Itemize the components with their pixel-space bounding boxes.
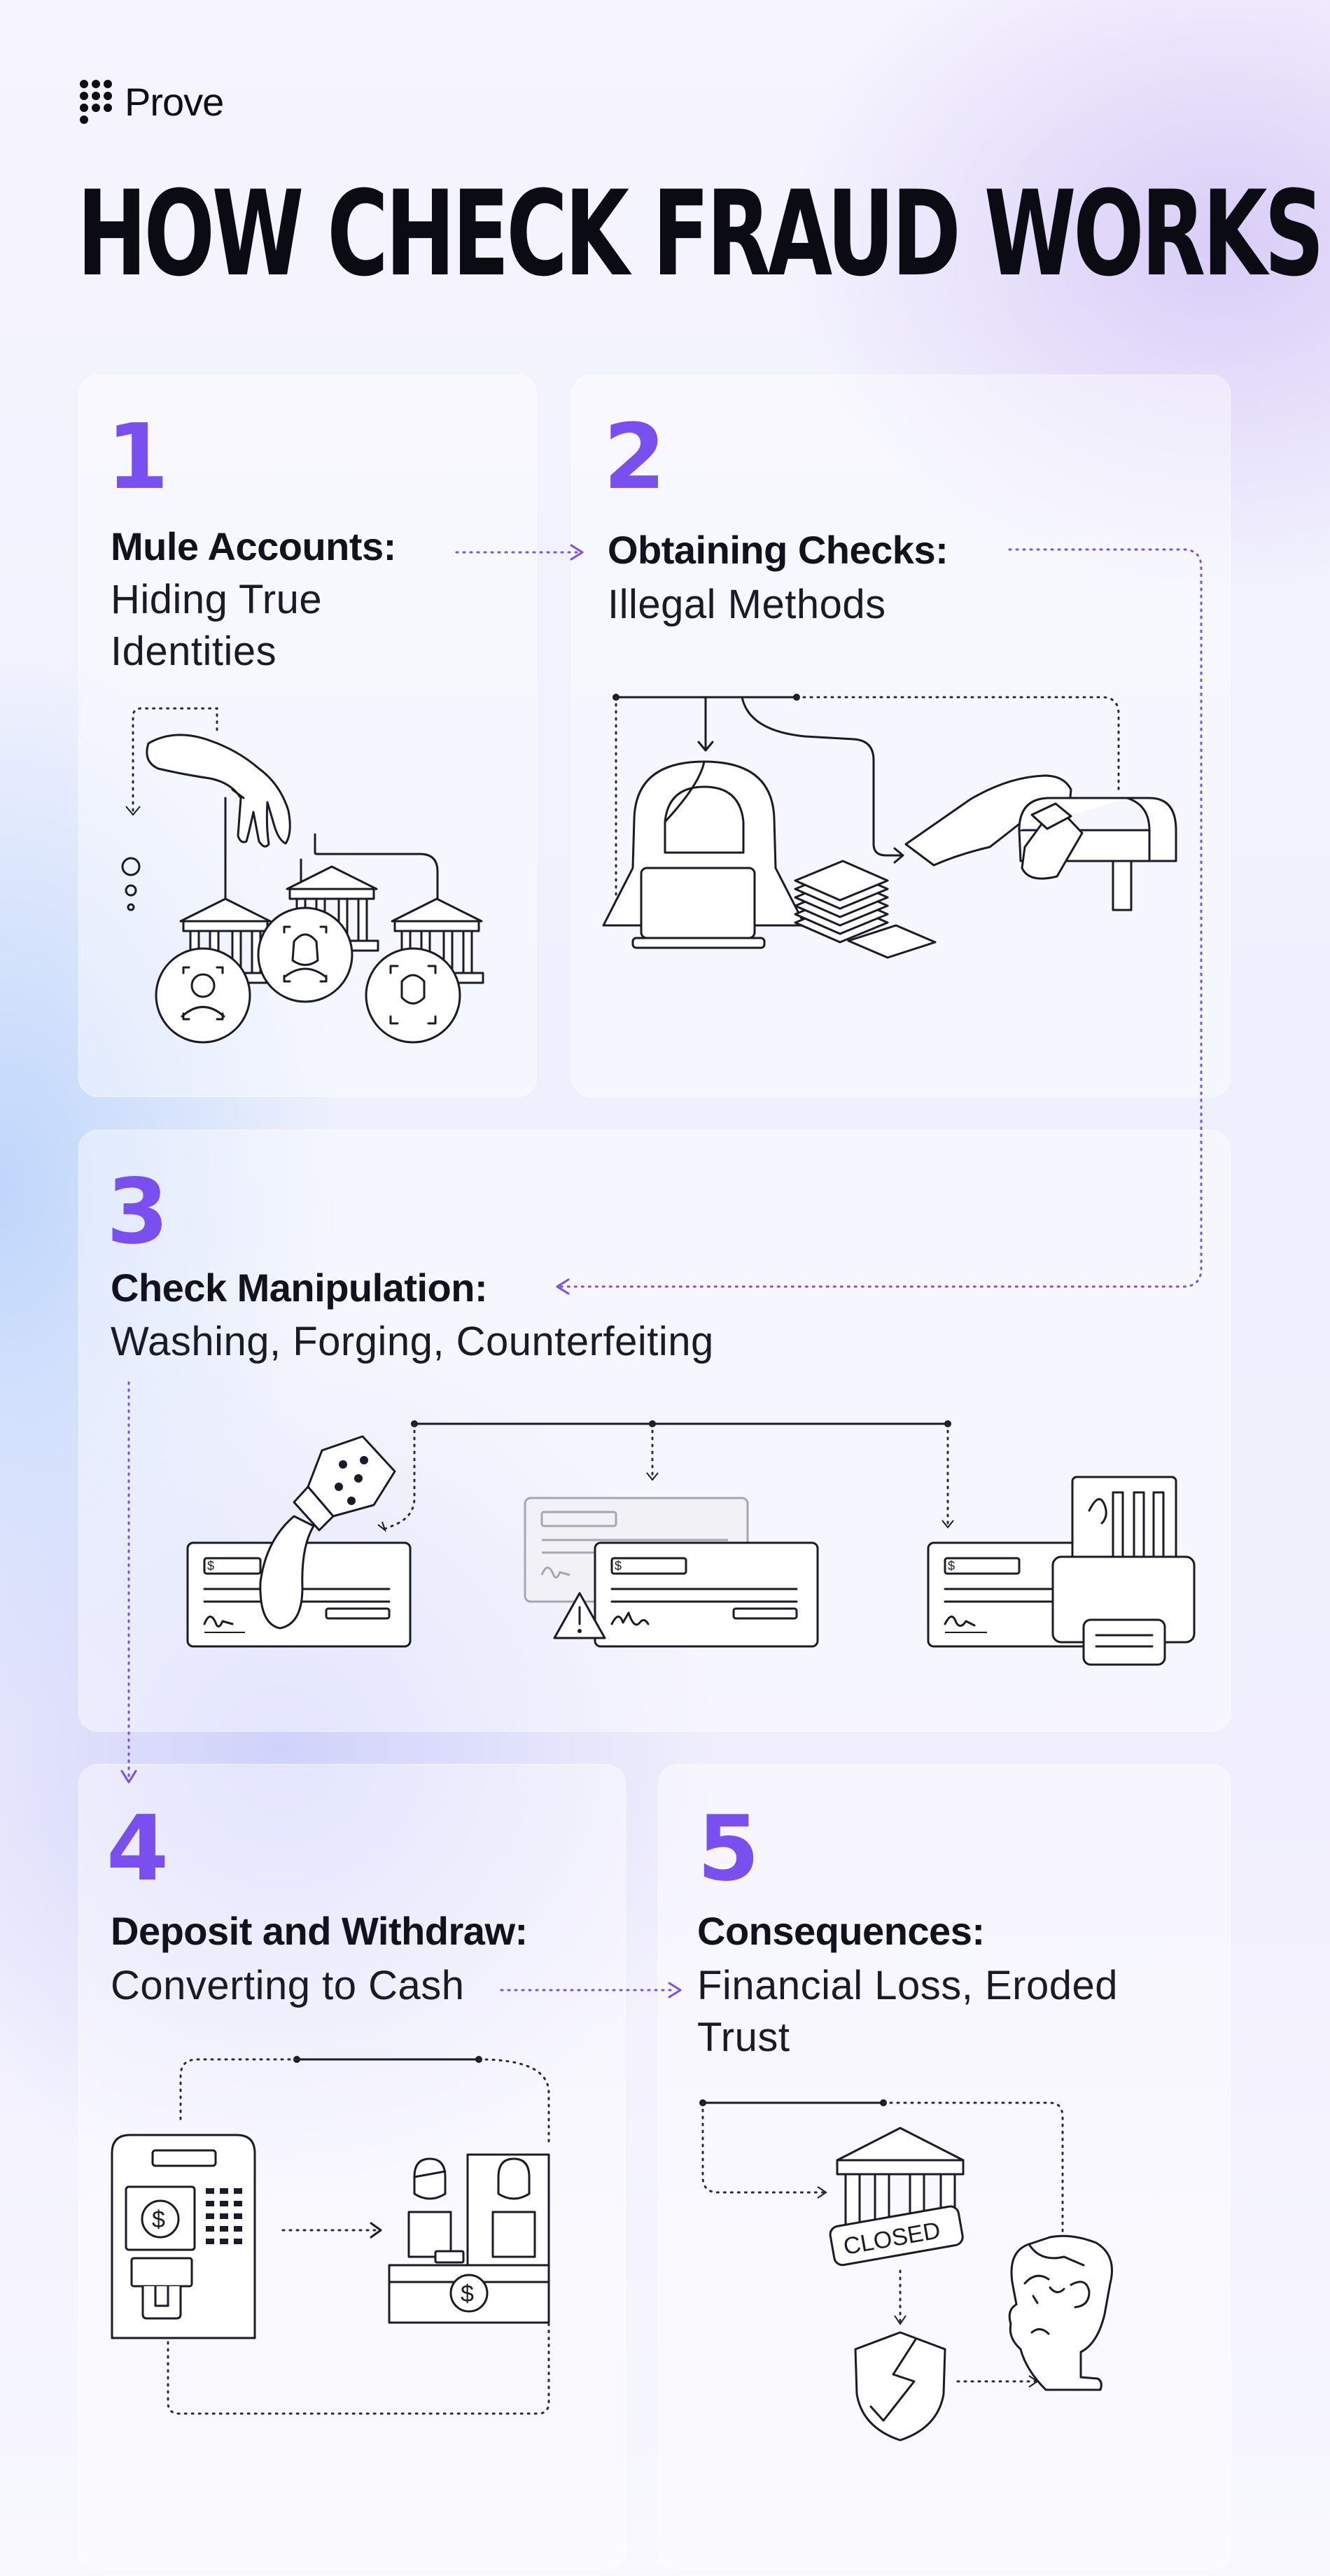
- step-number-2: 2: [603, 405, 666, 510]
- step-number-4: 4: [106, 1797, 169, 1901]
- check-stack-icon: [794, 860, 937, 959]
- flow-connector-4-5: [500, 1982, 682, 1998]
- mailbox-icon: [1018, 797, 1177, 911]
- step-heading-4: Deposit and Withdraw:: [111, 1909, 528, 1953]
- distressed-person-icon: [1008, 2234, 1113, 2391]
- step-heading-1: Mule Accounts:: [111, 524, 396, 568]
- step-heading-2: Obtaining Checks:: [608, 528, 948, 572]
- brand-name: Prove: [125, 79, 224, 124]
- step-heading-3: Check Manipulation:: [111, 1266, 488, 1310]
- step-heading-5: Consequences:: [697, 1909, 985, 1953]
- page-title: HOW CHECK FRAUD WORKS: [77, 165, 1324, 302]
- atm-icon: $: [111, 2134, 256, 2339]
- brand-logo: Prove: [78, 78, 224, 125]
- step-subtitle-3: Washing, Forging, Counterfeiting: [111, 1319, 714, 1364]
- flow-connector-2-3: [556, 548, 1203, 1295]
- svg-text:$: $: [948, 1559, 955, 1573]
- step-card-2: [571, 374, 1231, 1097]
- printer-icon: [1051, 1476, 1196, 1666]
- laptop-icon: [631, 867, 766, 949]
- check-manipulation-illustration: $ $: [186, 1420, 1196, 1666]
- mule-accounts-illustration: [121, 707, 484, 1044]
- user-face-scan-icon: [365, 947, 461, 1044]
- step-subtitle-4: Converting to Cash: [111, 1963, 465, 2008]
- dollar-sign: $: [461, 2281, 474, 2307]
- broken-shield-icon: [854, 2331, 946, 2442]
- step-subtitle-5: Financial Loss, Eroded Trust: [697, 1963, 1118, 2060]
- flow-connector-3-4: [120, 1381, 137, 1784]
- step-number-5: 5: [697, 1797, 760, 1901]
- flow-connector-1-2: [455, 544, 584, 561]
- step-number-3: 3: [106, 1160, 169, 1264]
- svg-text:$: $: [615, 1559, 622, 1573]
- deposit-withdraw-illustration: $ $: [111, 2056, 550, 2415]
- obtaining-checks-illustration: [602, 694, 1177, 959]
- hand-icon: [146, 734, 291, 848]
- chemical-bottle-icon: [259, 1435, 396, 1630]
- dollar-sign: $: [152, 2206, 165, 2233]
- step-subtitle-1: Hiding True Identities: [111, 577, 323, 674]
- step-subtitle-2: Illegal Methods: [608, 582, 886, 627]
- step-number-1: 1: [106, 405, 169, 510]
- closed-bank-icon: CLOSED: [829, 2127, 965, 2267]
- check-icon: $: [594, 1541, 819, 1648]
- svg-text:$: $: [207, 1559, 214, 1573]
- bank-teller-icon: $: [388, 2153, 550, 2324]
- consequences-illustration: CLOSED: [699, 2099, 1113, 2442]
- user-face-scan-icon: [257, 906, 354, 1003]
- warning-icon: [553, 1592, 606, 1639]
- prove-logo-icon: [80, 80, 112, 124]
- user-face-scan-icon: [155, 947, 251, 1044]
